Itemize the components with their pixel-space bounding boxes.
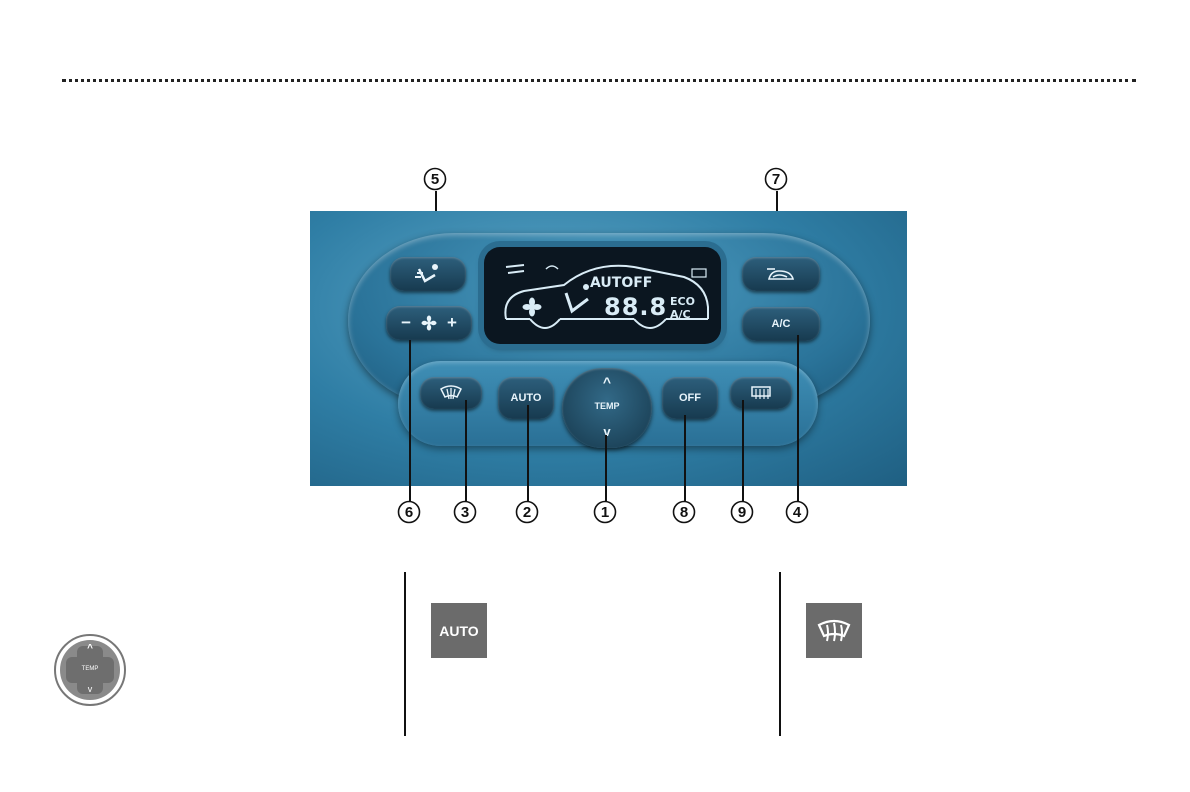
ac-button-label: A/C [772, 318, 791, 330]
auto-thumbnail-label: AUTO [439, 623, 478, 639]
callout-6: 6 [397, 500, 421, 524]
svg-text:9: 9 [738, 504, 746, 521]
temp-control-thumbnail: ^ TEMP v [54, 634, 126, 706]
callout-leader [465, 400, 467, 502]
fan-icon [421, 315, 437, 331]
rear-screen-demist-icon [749, 385, 773, 401]
lcd-eco-text: ECO [670, 295, 695, 308]
callout-leader [684, 415, 686, 502]
lcd-auto-off-text: AUTOFF [590, 275, 652, 291]
callout-7: 7 [764, 167, 788, 191]
callout-leader [797, 335, 799, 502]
callout-leader [527, 405, 529, 502]
dotted-divider [62, 79, 1136, 82]
temp-label: TEMP [562, 401, 652, 411]
temp-up-arrow[interactable]: ^ [562, 374, 652, 390]
svg-text:6: 6 [405, 504, 413, 521]
lcd-temperature-digits: 88.8 [604, 293, 667, 321]
windscreen-demist-button[interactable] [420, 377, 482, 409]
svg-text:1: 1 [601, 504, 609, 521]
svg-text:7: 7 [772, 171, 780, 188]
temperature-control[interactable]: ^ TEMP v [562, 368, 652, 448]
temp-thumb-down: v [56, 684, 124, 694]
svg-text:5: 5 [431, 171, 439, 188]
svg-text:3: 3 [461, 504, 469, 521]
ac-button[interactable]: A/C [742, 307, 820, 341]
callout-leader [742, 400, 744, 502]
temp-thumb-up: ^ [56, 643, 124, 654]
off-button[interactable]: OFF [662, 377, 718, 419]
callout-4: 4 [785, 500, 809, 524]
fan-minus[interactable]: − [401, 313, 411, 333]
windscreen-demist-icon [816, 618, 852, 644]
lcd-display: AUTOFF 88.8 ECO A/C [484, 247, 721, 344]
auto-button[interactable]: AUTO [498, 377, 554, 419]
lcd-ac-text: A/C [670, 308, 691, 321]
column-divider [404, 572, 406, 736]
callout-1: 1 [593, 500, 617, 524]
rear-screen-demist-button[interactable] [730, 377, 792, 409]
fan-plus[interactable]: + [447, 313, 457, 333]
auto-thumbnail: AUTO [431, 603, 487, 658]
callout-5: 5 [423, 167, 447, 191]
callout-9: 9 [730, 500, 754, 524]
airflow-distribution-button[interactable] [390, 257, 466, 291]
windscreen-demist-icon [439, 385, 463, 401]
column-divider [779, 572, 781, 736]
windscreen-demist-thumbnail [806, 603, 862, 658]
svg-text:4: 4 [793, 504, 802, 521]
callout-3: 3 [453, 500, 477, 524]
temp-down-arrow[interactable]: v [562, 424, 652, 439]
svg-text:2: 2 [523, 504, 531, 521]
callout-leader [605, 435, 607, 502]
callout-leader [409, 340, 411, 502]
fan-speed-button[interactable]: − + [386, 306, 472, 340]
callout-2: 2 [515, 500, 539, 524]
temp-thumb-label: TEMP [56, 666, 124, 672]
off-button-label: OFF [679, 392, 701, 404]
airflow-distribution-icon [413, 263, 443, 285]
svg-text:8: 8 [680, 504, 688, 521]
climate-control-panel: − + AUTOFF [310, 211, 907, 486]
auto-button-label: AUTO [511, 392, 542, 404]
air-recirculation-icon [765, 265, 797, 283]
callout-8: 8 [672, 500, 696, 524]
air-recirculation-button[interactable] [742, 257, 820, 291]
